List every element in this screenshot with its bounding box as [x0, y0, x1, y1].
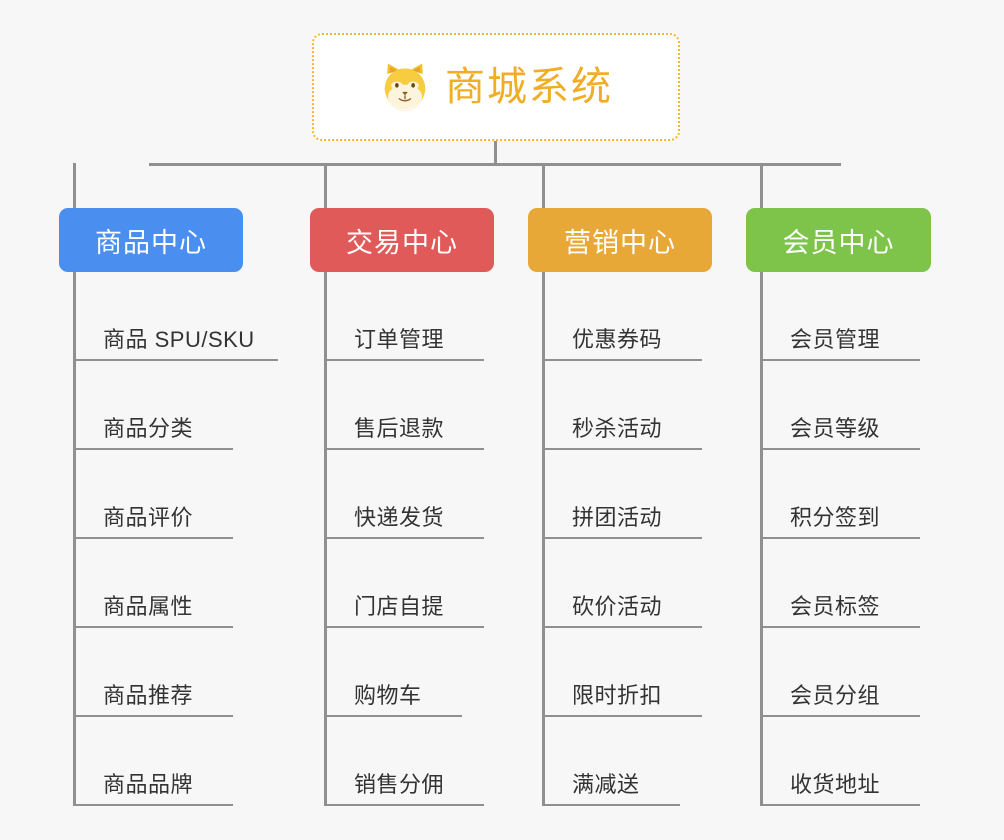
- leaf-item[interactable]: 门店自提: [324, 539, 484, 628]
- category-header-label: 会员中心: [782, 227, 895, 258]
- leaf-item-label: 会员等级: [790, 416, 881, 441]
- leaf-item[interactable]: 会员标签: [760, 539, 920, 628]
- connector-drop-1: [73, 163, 76, 209]
- leaf-item[interactable]: 满减送: [542, 717, 680, 806]
- leaf-item-label: 砍价活动: [572, 594, 663, 619]
- leaf-item[interactable]: 收货地址: [760, 717, 920, 806]
- leaf-item[interactable]: 限时折扣: [542, 628, 702, 717]
- leaf-item-label: 商品分类: [103, 416, 194, 441]
- leaf-item-label: 会员管理: [790, 327, 881, 352]
- leaf-item[interactable]: 商品品牌: [73, 717, 233, 806]
- leaf-item[interactable]: 商品评价: [73, 450, 233, 539]
- leaf-item-label: 商品 SPU/SKU: [103, 327, 255, 352]
- root-title: 商城系统: [445, 65, 613, 109]
- connector-horizontal-bus: [149, 163, 841, 166]
- leaf-item[interactable]: 售后退款: [324, 361, 484, 450]
- leaf-item-label: 商品评价: [103, 505, 194, 530]
- leaf-item-label: 限时折扣: [572, 683, 663, 708]
- branch-trunk-line: [324, 272, 327, 806]
- leaf-item[interactable]: 会员等级: [760, 361, 920, 450]
- category-header-label: 商品中心: [95, 227, 207, 258]
- leaf-item-label: 优惠券码: [572, 327, 663, 352]
- leaf-item[interactable]: 优惠券码: [542, 272, 702, 361]
- leaf-item-label: 商品品牌: [103, 772, 194, 797]
- root-node[interactable]: 商城系统: [312, 33, 680, 141]
- leaf-item[interactable]: 商品 SPU/SKU: [73, 272, 278, 361]
- leaf-item-label: 商品推荐: [103, 683, 194, 708]
- leaf-item[interactable]: 会员分组: [760, 628, 920, 717]
- leaf-item-label: 积分签到: [790, 505, 881, 530]
- connector-root-stem: [494, 141, 497, 165]
- leaf-item-label: 秒杀活动: [572, 416, 663, 441]
- leaf-item-label: 快递发货: [354, 505, 445, 530]
- leaf-item[interactable]: 商品分类: [73, 361, 233, 450]
- leaf-item-label: 购物车: [354, 683, 422, 708]
- leaf-item-label: 会员标签: [790, 594, 881, 619]
- leaf-item-label: 销售分佣: [354, 772, 445, 797]
- branch-trunk-line: [542, 272, 545, 806]
- connector-drop-2: [324, 163, 327, 209]
- leaf-item-label: 商品属性: [103, 594, 194, 619]
- category-header-3[interactable]: 营销中心: [528, 208, 712, 272]
- leaf-item-label: 门店自提: [354, 594, 445, 619]
- leaf-item[interactable]: 快递发货: [324, 450, 484, 539]
- leaf-item[interactable]: 拼团活动: [542, 450, 702, 539]
- leaf-item[interactable]: 积分签到: [760, 450, 920, 539]
- category-header-label: 交易中心: [346, 227, 458, 258]
- leaf-item-label: 售后退款: [354, 416, 445, 441]
- leaf-item-label: 会员分组: [790, 683, 881, 708]
- leaf-item-label: 满减送: [572, 772, 640, 797]
- category-header-4[interactable]: 会员中心: [746, 208, 931, 272]
- connector-drop-4: [760, 163, 763, 209]
- leaf-item[interactable]: 商品推荐: [73, 628, 233, 717]
- leaf-item[interactable]: 商品属性: [73, 539, 233, 628]
- leaf-item-label: 收货地址: [790, 772, 881, 797]
- leaf-item-label: 订单管理: [354, 327, 445, 352]
- branch-trunk-line: [760, 272, 763, 806]
- leaf-item[interactable]: 砍价活动: [542, 539, 702, 628]
- leaf-item[interactable]: 会员管理: [760, 272, 920, 361]
- branch-trunk-line: [73, 272, 76, 806]
- category-header-2[interactable]: 交易中心: [310, 208, 494, 272]
- category-header-1[interactable]: 商品中心: [59, 208, 243, 272]
- leaf-item[interactable]: 订单管理: [324, 272, 484, 361]
- shiba-dog-face-icon: [379, 61, 431, 113]
- leaf-item[interactable]: 秒杀活动: [542, 361, 702, 450]
- connector-drop-3: [542, 163, 545, 209]
- leaf-item[interactable]: 购物车: [324, 628, 462, 717]
- leaf-item-label: 拼团活动: [572, 505, 663, 530]
- category-header-label: 营销中心: [564, 227, 676, 258]
- leaf-item[interactable]: 销售分佣: [324, 717, 484, 806]
